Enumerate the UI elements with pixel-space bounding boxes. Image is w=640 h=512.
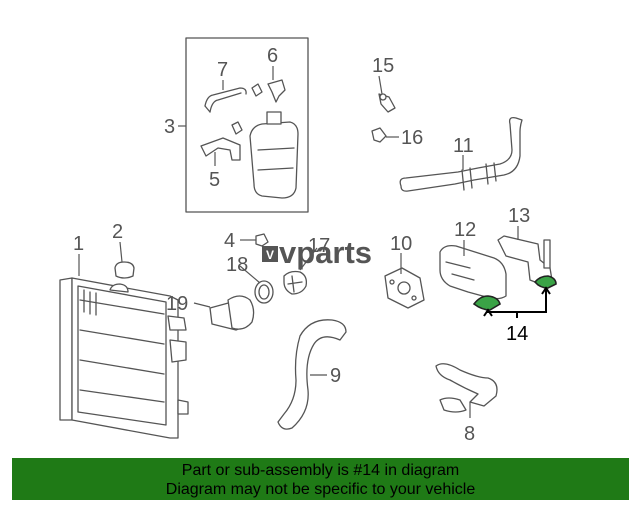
logo-mark: V — [266, 248, 274, 262]
callout-19: 19 — [166, 293, 188, 315]
callout-9: 9 — [330, 365, 341, 387]
part-15-fitting[interactable] — [378, 93, 396, 113]
part-14-gasket-right[interactable] — [533, 275, 557, 289]
part-8-hose[interactable] — [435, 363, 498, 413]
logo-text: vparts — [279, 235, 372, 270]
info-banner: Part or sub-assembly is #14 in diagram D… — [12, 458, 629, 500]
callout-10: 10 — [390, 233, 412, 255]
part-16-clip[interactable] — [371, 127, 387, 143]
part-6-bracket[interactable] — [251, 79, 286, 103]
callout-18: 18 — [226, 254, 248, 276]
banner-line-1: Part or sub-assembly is #14 in diagram — [181, 462, 460, 479]
part-18-gasket[interactable] — [254, 280, 274, 304]
part-12-housing[interactable] — [439, 244, 507, 300]
callout-11: 11 — [453, 135, 474, 157]
part-5-bracket[interactable] — [200, 137, 241, 161]
parts-diagram: V vparts 3 7 6 5 15 16 11 1 2 4 17 18 19… — [59, 37, 557, 445]
part-1-radiator[interactable] — [59, 277, 189, 439]
part-9-hose[interactable] — [277, 319, 347, 430]
callout-8: 8 — [464, 423, 475, 445]
part-10-housing[interactable] — [384, 267, 425, 309]
part-19-fitting[interactable] — [209, 295, 255, 331]
callout-4: 4 — [224, 230, 235, 252]
part-7-hose[interactable] — [204, 87, 247, 113]
part-11-pipe[interactable] — [399, 116, 523, 192]
callout-2: 2 — [112, 221, 123, 243]
part-4-bolt[interactable] — [255, 233, 269, 247]
banner-line-2: Diagram may not be specific to your vehi… — [165, 481, 476, 498]
vparts-logo: V vparts — [262, 235, 372, 270]
callout-3: 3 — [164, 116, 175, 138]
callout-13: 13 — [508, 205, 530, 227]
callout-1: 1 — [73, 233, 84, 255]
part-14-gasket-left[interactable] — [472, 295, 501, 311]
callout-5: 5 — [209, 169, 220, 191]
callout-7: 7 — [217, 59, 228, 81]
part-17-thermostat[interactable] — [283, 270, 308, 295]
callout-15: 15 — [372, 55, 394, 77]
callout-16: 16 — [401, 127, 423, 149]
part-2-cap[interactable] — [114, 261, 135, 279]
callout-14: 14 — [506, 323, 528, 345]
reservoir-tank[interactable] — [231, 111, 299, 199]
callout-17: 17 — [308, 235, 330, 257]
subassembly-box — [185, 37, 309, 213]
callout-12: 12 — [454, 219, 476, 241]
callout-6: 6 — [267, 45, 278, 67]
leader-lines — [78, 66, 551, 418]
